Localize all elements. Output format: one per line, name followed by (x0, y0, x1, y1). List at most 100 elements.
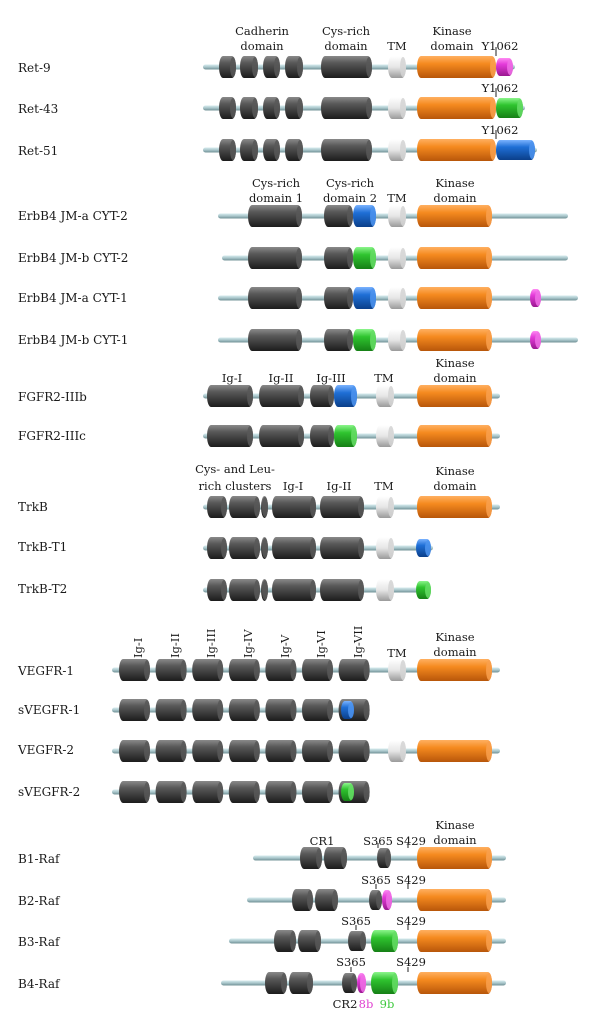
leu-rich-cluster (229, 496, 260, 518)
ig-domain (302, 659, 333, 681)
kinase-domain (417, 247, 492, 269)
cys-rich-domain-2 (324, 247, 353, 269)
fgfr-kinase-label: Kinase (435, 356, 474, 370)
row-label: VEGFR-1 (17, 664, 74, 678)
b1-cr1-label: CR1 (310, 834, 335, 848)
ret-kinase-label: domain (430, 39, 474, 53)
cr1-domain (274, 930, 296, 952)
cys-rich-domain (321, 97, 372, 119)
ig-domain (228, 659, 260, 681)
ig-domain (155, 699, 187, 721)
leu-rich-cluster (207, 537, 227, 559)
tm-domain (388, 205, 406, 227)
erbb4-tm-label: TM (387, 191, 407, 205)
kinase-domain (417, 139, 496, 161)
ig-domain (228, 781, 260, 803)
ig-i-domain (207, 385, 253, 407)
tm-domain (388, 139, 406, 161)
ig-domain (228, 699, 260, 721)
cadherin-domain (263, 139, 280, 161)
truncated-tail (416, 539, 431, 557)
raf-kinase-label: Kinase (435, 818, 474, 832)
ig-domain (338, 740, 370, 762)
vegfr-tm-label: TM (387, 646, 407, 660)
kinase-domain (417, 740, 492, 762)
b1-s429-label: S429 (396, 834, 426, 848)
tm-domain (388, 740, 406, 762)
cys-rich-insert (353, 247, 376, 269)
cys-rich-domain (321, 56, 372, 78)
ig-domain (228, 740, 260, 762)
ret-y1062-label: Y1062 (481, 39, 519, 53)
ig-ii-domain (320, 579, 364, 601)
cr1-domain (324, 847, 347, 869)
b4-cr2-label: CR2 (333, 997, 358, 1011)
ig-domain (155, 659, 187, 681)
trkb-tm-label: TM (374, 479, 394, 493)
ig-domain (119, 781, 150, 803)
cys-rich-domain-1 (248, 287, 302, 309)
ig-domain (265, 781, 297, 803)
tm-domain (388, 97, 406, 119)
b4-8b-label: 8b (359, 997, 374, 1011)
erbb4-cys1-label: Cys-rich (252, 176, 301, 190)
raf-kinase-label: domain (433, 833, 477, 847)
tm-domain (376, 425, 394, 447)
ig-ii-domain (259, 425, 304, 447)
kinase-domain (417, 97, 496, 119)
cadherin-domain (240, 139, 258, 161)
tm-domain (388, 247, 406, 269)
row-label: B1-Raf (18, 852, 61, 866)
protein-bars (112, 47, 578, 994)
cr1-domain (300, 847, 322, 869)
ig-domain (302, 699, 333, 721)
tm-domain (376, 496, 394, 518)
kinase-domain (417, 847, 492, 869)
row-label: FGFR2-IIIb (18, 390, 87, 404)
kinase-domain (417, 659, 492, 681)
cys-rich-insert (353, 205, 376, 227)
leu-rich-cluster (261, 496, 268, 518)
ig-ii-domain (320, 496, 364, 518)
ig-domain (302, 740, 333, 762)
exon-8b (382, 890, 392, 910)
cr1-domain (292, 889, 313, 911)
ig-i-domain (272, 537, 316, 559)
cys-rich-domain-2 (324, 287, 353, 309)
tm-domain (376, 385, 394, 407)
tm-domain (376, 579, 394, 601)
kinase-domain (417, 56, 496, 78)
vegfr-kinase-label: domain (433, 645, 477, 659)
cadherin-domain (285, 56, 303, 78)
row-label: TrkB-T1 (18, 540, 67, 554)
vegfr-ig-label: Ig-IV (241, 629, 255, 658)
trkb-kinase-label: Kinase (435, 464, 474, 478)
ret-cys-label: Cys-rich (322, 24, 371, 38)
row-label: ErbB4 JM-b CYT-1 (18, 333, 128, 347)
ret-kinase-label: Kinase (432, 24, 471, 38)
exon-9b (371, 930, 398, 952)
cadherin-domain (285, 97, 303, 119)
y1062-tail (496, 140, 535, 160)
trkb-cys-label: Cys- and Leu- (195, 462, 275, 476)
erbb4-cys1-label: domain 1 (249, 191, 303, 205)
ig-domain (192, 740, 224, 762)
row-label: B4-Raf (18, 977, 61, 991)
cys-rich-domain (321, 139, 372, 161)
kinase-domain (417, 205, 492, 227)
kinase-domain (417, 287, 492, 309)
cadherin-domain (240, 56, 258, 78)
cr1-domain (265, 972, 287, 994)
trkb-kinase-label: domain (433, 479, 477, 493)
cr2-domain (377, 848, 391, 868)
fgfr-tm-label: TM (374, 371, 394, 385)
cyt1-insert (530, 331, 541, 349)
kinase-domain (417, 889, 492, 911)
ig-domain (192, 699, 224, 721)
ret-tm-label: TM (387, 39, 407, 53)
row-label: ErbB4 JM-b CYT-2 (18, 251, 128, 265)
erbb4-kinase-label: Kinase (435, 176, 474, 190)
b4-s365-label: S365 (336, 955, 366, 969)
kinase-domain (417, 425, 492, 447)
ret-y1062-label: Y1062 (481, 81, 519, 95)
